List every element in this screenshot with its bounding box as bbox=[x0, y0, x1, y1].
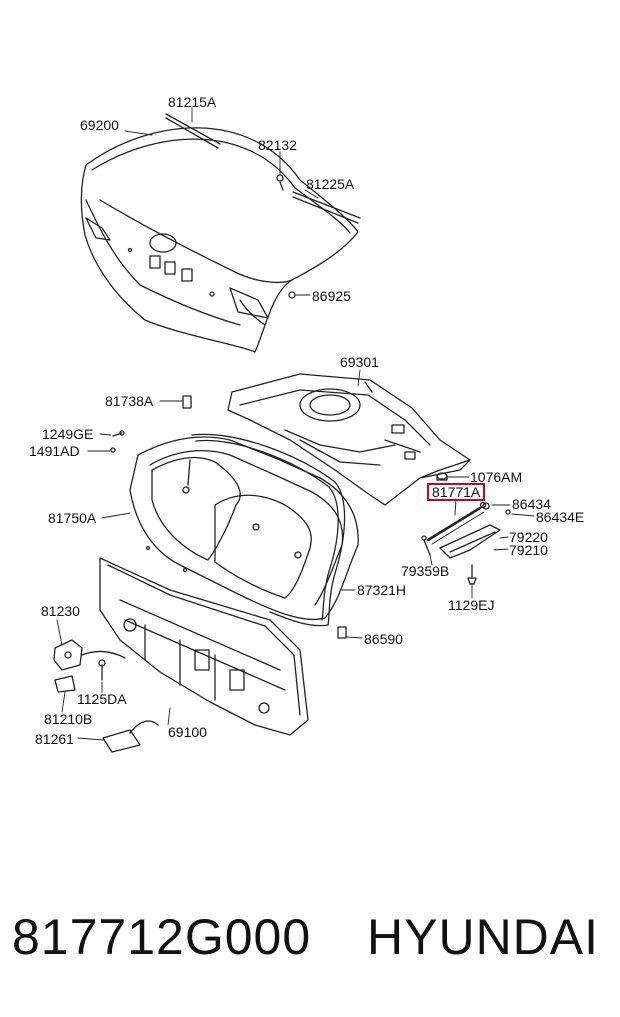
callout-79359B: 79359B bbox=[401, 563, 450, 579]
hinge-79220 bbox=[439, 524, 501, 559]
callout-81771A-highlighted: 81771A bbox=[427, 483, 486, 501]
bolt-79359B bbox=[421, 535, 431, 556]
part-number: 817712G000 bbox=[12, 909, 312, 965]
strip-81215A bbox=[165, 113, 221, 149]
callout-69200: 69200 bbox=[80, 117, 119, 133]
caption: 817712G000 HYUNDAI bbox=[0, 905, 620, 975]
callout-87321H: 87321H bbox=[357, 582, 407, 598]
callout-79220: 79220 bbox=[509, 529, 548, 545]
bolt-1125DA bbox=[98, 659, 106, 681]
parts-diagram: 81215A 69200 82132 81225A 86925 69301 81… bbox=[29, 94, 585, 753]
clip-86434 bbox=[479, 501, 487, 509]
callout-1125DA: 1125DA bbox=[77, 691, 127, 707]
callout-86925: 86925 bbox=[312, 288, 351, 304]
callout-81750A: 81750A bbox=[48, 510, 97, 526]
bolt-1129EJ bbox=[467, 564, 477, 585]
clip-82132 bbox=[276, 174, 284, 191]
callout-1129EJ: 1129EJ bbox=[448, 597, 495, 613]
callout-79210: 79210 bbox=[509, 542, 548, 558]
callout-81261: 81261 bbox=[35, 731, 74, 747]
bolt-86590 bbox=[337, 626, 347, 639]
strip-81225A bbox=[292, 191, 361, 224]
callout-81738A: 81738A bbox=[105, 393, 154, 409]
callout-82132: 82132 bbox=[258, 137, 297, 153]
bumper-81738A bbox=[182, 395, 192, 409]
callout-86590: 86590 bbox=[364, 631, 403, 647]
callout-86434E: 86434E bbox=[536, 509, 585, 525]
clip-86434E bbox=[505, 509, 511, 515]
callout-81210B: 81210B bbox=[44, 711, 93, 727]
callout-69100: 69100 bbox=[168, 724, 207, 740]
striker-81210B bbox=[54, 675, 76, 693]
gas-strut-81771A bbox=[426, 502, 490, 545]
callout-86434: 86434 bbox=[512, 496, 551, 512]
callout-1491AD: 1491AD bbox=[29, 443, 80, 459]
callout-81215A: 81215A bbox=[168, 94, 217, 110]
clip-86925 bbox=[288, 291, 296, 299]
parts-drawing bbox=[53, 107, 535, 753]
latch-81230 bbox=[53, 639, 126, 671]
callout-1076AM: 1076AM bbox=[470, 469, 523, 485]
trunk-lid-69200 bbox=[80, 127, 359, 353]
rear-panel-69301 bbox=[227, 373, 471, 506]
callout-81225A: 81225A bbox=[306, 176, 355, 192]
brand-name: HYUNDAI bbox=[367, 909, 600, 965]
leader-lines bbox=[56, 107, 535, 741]
callout-69301: 69301 bbox=[340, 354, 379, 370]
weatherstrip-87321H bbox=[191, 433, 346, 627]
switch-81261 bbox=[102, 720, 159, 753]
callout-1249GE: 1249GE bbox=[42, 426, 94, 442]
callout-81230: 81230 bbox=[41, 603, 80, 619]
nut-1076AM bbox=[436, 472, 448, 481]
screw-1491AD bbox=[110, 447, 116, 453]
screw-1249GE bbox=[112, 430, 125, 437]
back-panel-69100 bbox=[99, 557, 309, 736]
